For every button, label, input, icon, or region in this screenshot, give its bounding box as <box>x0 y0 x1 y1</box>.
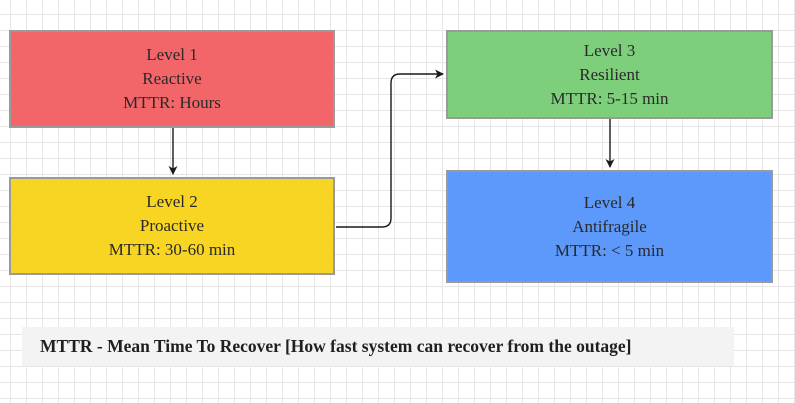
level-4-title: Level 4 <box>583 192 636 212</box>
level-2-name: Proactive <box>139 216 205 235</box>
connector-level2-to-level3[interactable] <box>336 69 444 228</box>
level-4-name: Antifragile <box>572 216 647 236</box>
level-2-mttr: MTTR: 30-60 min <box>108 240 236 259</box>
level-3-mttr: MTTR: 5-15 min <box>550 88 669 108</box>
level-3-title: Level 3 <box>583 40 636 60</box>
level-1-name: Reactive <box>142 69 202 88</box>
level-1-box[interactable]: Level 1 Reactive MTTR: Hours <box>9 30 335 128</box>
level-3-name: Resilient <box>579 64 640 84</box>
level-2-box[interactable]: Level 2 Proactive MTTR: 30-60 min <box>9 177 335 275</box>
level-2-title: Level 2 <box>146 192 198 211</box>
caption-box: MTTR - Mean Time To Recover [How fast sy… <box>22 327 734 366</box>
caption-text: MTTR - Mean Time To Recover [How fast sy… <box>40 336 632 356</box>
level-1-title: Level 1 <box>146 45 198 64</box>
level-1-mttr: MTTR: Hours <box>123 93 221 112</box>
level-4-mttr: MTTR: < 5 min <box>554 240 665 260</box>
level-3-box[interactable]: Level 3 Resilient MTTR: 5-15 min <box>446 30 773 119</box>
level-4-box[interactable]: Level 4 Antifragile MTTR: < 5 min <box>446 170 773 283</box>
